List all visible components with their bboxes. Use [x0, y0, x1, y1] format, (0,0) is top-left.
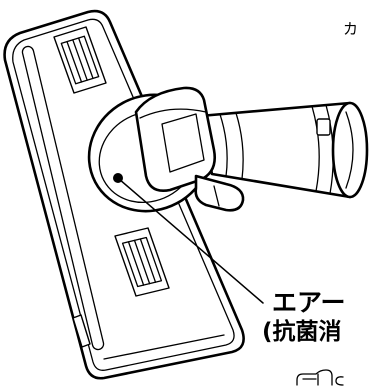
lower-vent-grille: [127, 238, 157, 286]
callout-title: エアー: [272, 288, 346, 317]
joint-collar-top-edge: [139, 108, 207, 119]
joint-support-line: [213, 185, 220, 207]
pointing-hand-mark: [335, 376, 344, 386]
plate-front-bumper-line: [103, 334, 225, 360]
callout-leader-line: [118, 178, 264, 304]
upper-vent-grille: [66, 37, 94, 83]
connector-pipe: [198, 101, 369, 199]
plate-foot: [72, 314, 91, 348]
callout-subtitle: (抗菌消: [262, 319, 342, 345]
pipe-band-left-a: [219, 113, 228, 177]
callout-marker-dot: [113, 173, 123, 183]
lower-vent-slot: [121, 236, 163, 288]
pointing-hand-finger: [302, 373, 319, 386]
joint-collar-face: [161, 113, 205, 173]
pipe-band-left-b: [235, 112, 244, 180]
joint-collar: [134, 86, 216, 192]
joint-support-leg: [194, 174, 245, 212]
pipe-latch: [316, 118, 331, 136]
pointing-hand-outline: [296, 369, 333, 386]
pipe-end-cap-rim: [345, 111, 354, 189]
corner-text: カ: [343, 20, 359, 38]
pipe-ring-a: [311, 105, 320, 192]
pointing-hand-icon: [296, 369, 344, 386]
callout: [113, 173, 264, 304]
pipe-end-cap: [331, 101, 369, 199]
plate-inner-rim: [12, 18, 235, 371]
upper-vent-slot: [60, 35, 100, 85]
lower-vent: [114, 227, 170, 297]
upper-vent: [53, 26, 107, 94]
plate-side-rail: [21, 45, 105, 351]
